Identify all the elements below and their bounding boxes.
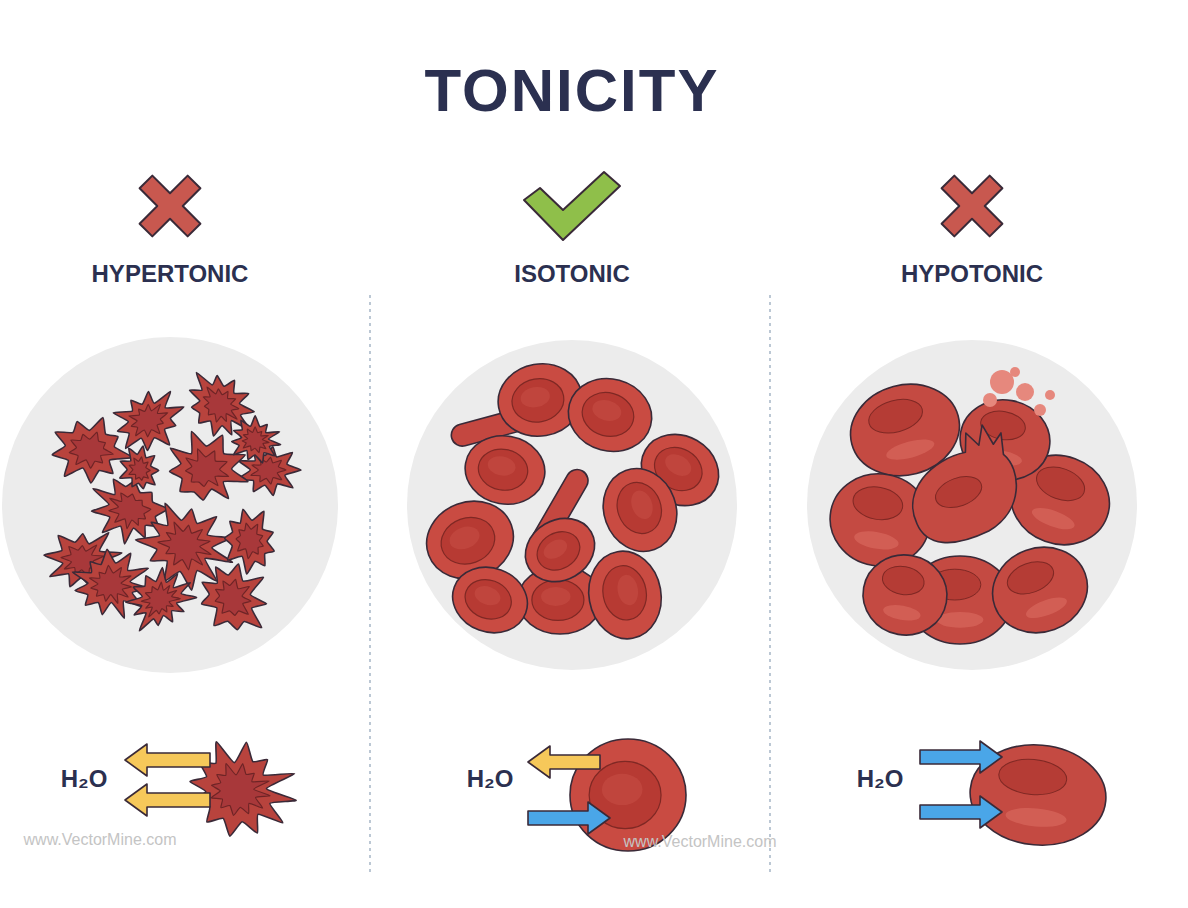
cytoplasm-splash [983, 393, 997, 407]
crenated-cell [229, 413, 285, 466]
water-arrow [528, 802, 610, 834]
red-blood-cell [560, 369, 660, 460]
swollen-cell [981, 534, 1100, 646]
cytoplasm-splash [1016, 383, 1034, 401]
isotonic-cells [416, 357, 732, 644]
crenated-cell [182, 734, 305, 847]
title: TONICITY [425, 56, 720, 125]
check-icon [524, 172, 620, 240]
sample-circle [2, 337, 338, 673]
cytoplasm-splash [1010, 367, 1020, 377]
watermark: www.VectorMine.com [624, 833, 777, 851]
bottom-cells [182, 734, 1110, 851]
swollen-cell [857, 548, 954, 641]
crenated-cell [115, 444, 161, 493]
red-blood-cell [514, 506, 606, 594]
bursting-cell [893, 420, 1032, 554]
water-arrow [920, 796, 1002, 828]
red-blood-cell [592, 458, 688, 562]
water-label: H₂O [61, 765, 108, 793]
column-heading: ISOTONIC [514, 260, 630, 288]
column-divider [369, 295, 370, 875]
red-blood-cell [443, 557, 536, 643]
cytoplasm-splash [1045, 390, 1055, 400]
crenated-cell [186, 548, 288, 650]
cross-icon [122, 158, 218, 254]
column-heading: HYPOTONIC [901, 260, 1043, 288]
column-divider [769, 295, 770, 875]
hypertonic-cells [41, 358, 301, 650]
crenated-cell [209, 501, 287, 581]
water-label: H₂O [857, 765, 904, 793]
cross-icon [924, 158, 1020, 254]
crenated-cell [108, 382, 194, 460]
water-arrow [528, 746, 600, 778]
cytoplasm-splash [1034, 404, 1046, 416]
crenated-cell [117, 558, 203, 638]
watermark: www.VectorMine.com [24, 831, 177, 849]
red-blood-cell [460, 430, 551, 511]
column-heading: HYPERTONIC [92, 260, 249, 288]
water-arrow [125, 744, 210, 776]
red-blood-cell [582, 545, 668, 644]
sample-circle [407, 340, 737, 670]
water-arrow [125, 784, 210, 816]
water-label: H₂O [467, 765, 514, 793]
sample-circle [807, 340, 1137, 670]
water-arrow [920, 741, 1002, 773]
hypotonic-cells [823, 367, 1122, 646]
